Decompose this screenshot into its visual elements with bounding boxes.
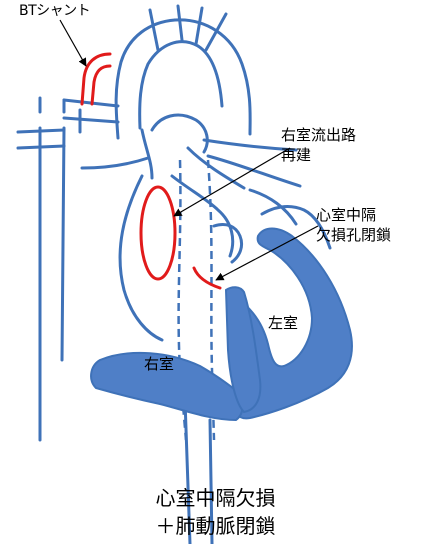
ivc-right: [208, 418, 214, 544]
vsd-label-line1: 心室中隔: [316, 206, 377, 224]
arch-branch-3: [194, 6, 204, 46]
pulmonary-trunk-body: [150, 113, 209, 154]
vsd-patch: [192, 266, 222, 290]
left-ventricle-label: 左室: [268, 314, 299, 332]
aortic-arch-inner: [138, 40, 200, 130]
right-ventricle-label: 右室: [144, 355, 175, 373]
rvot-arrow: [173, 147, 291, 217]
descending-aorta-inner: [173, 18, 252, 136]
conduit-dash-left: [177, 159, 188, 441]
rvot-reconstruction-patch: [139, 185, 177, 281]
bt-shunt-outer: [80, 52, 112, 106]
heart-outline-left: [118, 174, 164, 342]
heart-outer-right: [248, 188, 298, 226]
heart-vessel-stub: [212, 222, 244, 264]
heart-outline-top: [186, 146, 246, 190]
horizontal-vessel-2: [62, 116, 120, 124]
conduit-dash-right: [206, 159, 216, 441]
aorta-wall-left: [114, 18, 177, 140]
rvot-label-line1: 右室流出路: [281, 126, 357, 144]
vsd-label-line2: 欠損孔閉鎖: [316, 226, 392, 244]
arch-branch-1: [148, 8, 160, 52]
pulmonary-branch-right: [202, 138, 298, 152]
arch-branch-2: [176, 4, 184, 42]
pulmonary-branch-right-2: [206, 154, 302, 188]
horizontal-vessel-4: [16, 144, 66, 150]
rvot-reconstruction-label: 右室流出路 再建: [281, 125, 356, 165]
diagram-caption: 心室中隔欠損 ＋肺動脈閉鎖: [0, 484, 421, 540]
pulmonary-branch-left: [80, 156, 150, 170]
caption-line2: ＋肺動脈閉鎖: [155, 514, 276, 538]
descending-aorta: [196, 44, 224, 108]
bt-shunt-arrow: [59, 19, 87, 67]
horizontal-vessel-3: [16, 128, 66, 134]
heart-outline-inner: [170, 174, 235, 258]
pulmonary-trunk-left: [140, 128, 154, 180]
bt-shunt-inner: [90, 64, 112, 106]
bt-shunt-label: BTシャント: [19, 3, 91, 19]
vsd-closure-label: 心室中隔 欠損孔閉鎖: [316, 205, 391, 245]
heart-right-atrium: [260, 205, 332, 250]
vsd-arrow: [215, 225, 319, 281]
ventricular-septum: [224, 286, 262, 414]
left-vessel-2: [60, 98, 66, 362]
right-ventricle-floor: [90, 351, 244, 422]
rvot-label-line2: 再建: [281, 146, 312, 164]
caption-line1: 心室中隔欠損: [155, 486, 276, 510]
